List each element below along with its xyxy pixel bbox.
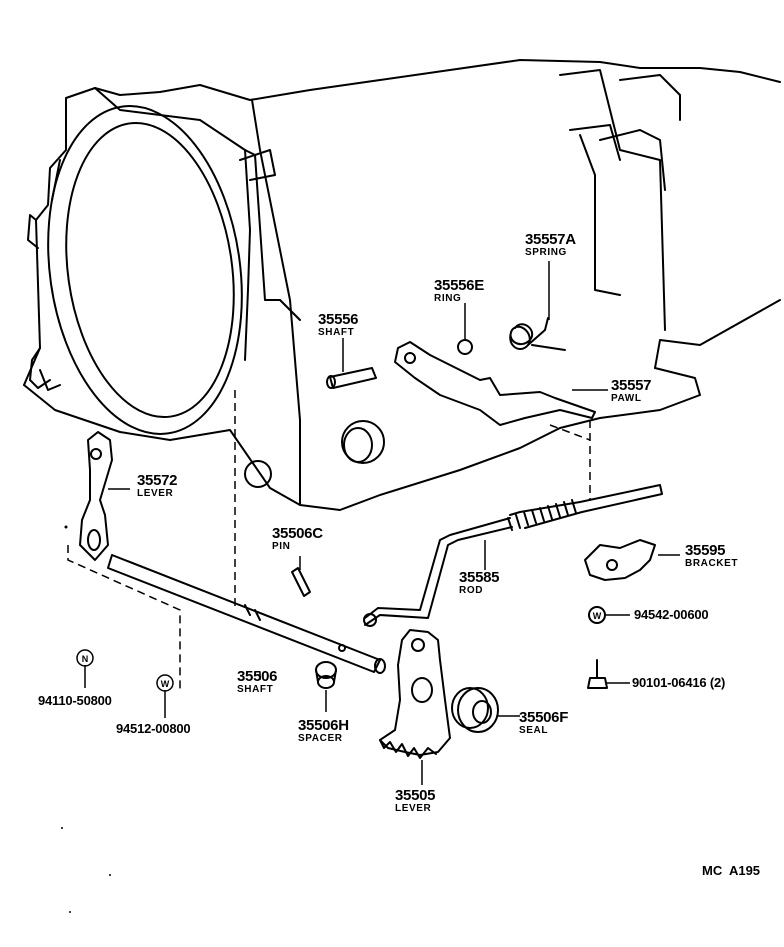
part-name: PIN [272, 541, 291, 552]
part-number: 35556 [318, 311, 359, 328]
part-name: SEAL [519, 725, 549, 736]
part-name: RING [434, 293, 462, 304]
part-name: LEVER [137, 488, 174, 499]
label-bracket: 35595 BRACKET [685, 543, 738, 569]
nut-symbol [76, 649, 94, 667]
shaft-main-drawing [107, 554, 381, 673]
label-washer-right: 94542-00600 [634, 607, 709, 622]
label-nut: 94110-50800 [38, 693, 112, 708]
spring-drawing [509, 323, 534, 350]
part-name: SHAFT [237, 684, 274, 695]
ring-drawing [457, 339, 473, 355]
part-number: 35585 [459, 569, 500, 586]
label-seal: 35506F SEAL [519, 710, 568, 736]
part-number: 35506H [298, 717, 349, 734]
pin-drawing [291, 567, 311, 597]
label-shaft-main: 35506 SHAFT [237, 668, 278, 695]
lever-upper-drawing [79, 431, 113, 561]
label-pin: 35506C PIN [272, 526, 323, 552]
part-name: ROD [459, 585, 484, 596]
pawl-drawing [394, 341, 596, 426]
part-number: 35595 [685, 542, 726, 559]
bracket-drawing [584, 539, 656, 581]
part-name: SPACER [298, 733, 343, 744]
label-pawl: 35557 PAWL [611, 377, 652, 404]
washer-letter-right: W [593, 611, 602, 621]
part-number: 35557A [525, 231, 576, 248]
label-bolt: 90101-06416 (2) [632, 675, 726, 690]
part-number: 35506C [272, 525, 323, 542]
lever-lower-drawing [379, 629, 451, 756]
diagram-code: MC A195 [702, 863, 761, 878]
part-number: 35505 [395, 787, 436, 804]
rod-drawing [364, 517, 511, 619]
label-washer-left: 94512-00800 [116, 721, 191, 736]
part-number: 35572 [137, 472, 178, 489]
part-number: 35557 [611, 377, 652, 394]
label-shaft-top: 35556 SHAFT [318, 311, 359, 338]
washer-symbol-left [156, 674, 174, 692]
part-number: 35506F [519, 709, 569, 726]
shaft-top-drawing [329, 367, 377, 389]
label-lever-lower: 35505 LEVER [395, 787, 436, 814]
transmission-housing [23, 59, 781, 386]
washer-symbol-right [588, 606, 606, 624]
part-number: 35506 [237, 668, 278, 685]
label-rod: 35585 ROD [459, 569, 500, 596]
nut-letter: N [82, 654, 89, 664]
label-spacer: 35506H SPACER [298, 718, 349, 744]
label-spring: 35557A SPRING [525, 232, 576, 258]
washer-letter-left: W [161, 679, 170, 689]
part-name: SHAFT [318, 327, 355, 338]
seal-drawing [457, 687, 499, 733]
label-ring: 35556E RING [434, 278, 484, 304]
part-name: PAWL [611, 393, 642, 404]
part-name: SPRING [525, 247, 567, 258]
part-number: 35556E [434, 277, 484, 294]
part-name: LEVER [395, 803, 432, 814]
part-name: BRACKET [685, 558, 739, 569]
label-lever-upper: 35572 LEVER [137, 472, 178, 499]
